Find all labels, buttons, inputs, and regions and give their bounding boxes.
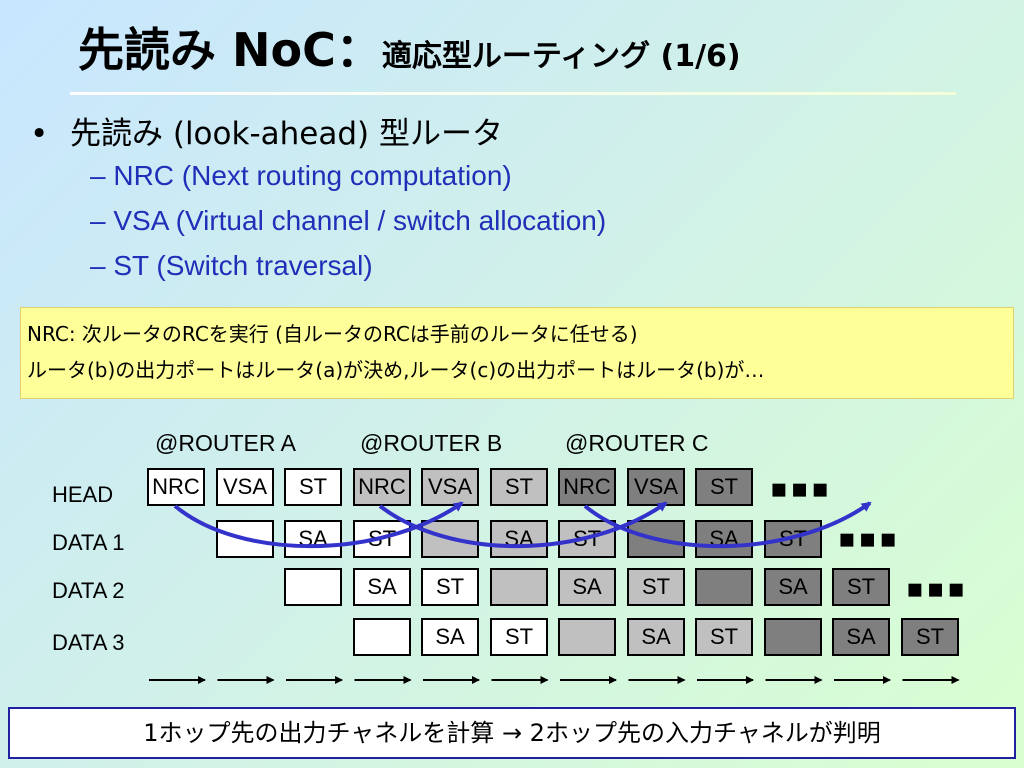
- bullet-text: 先読み (look-ahead) 型ルータ: [70, 116, 503, 152]
- bullet-item: • 先読み (look-ahead) 型ルータ: [30, 108, 503, 153]
- pipeline-stage-r0-c0: NRC: [147, 468, 205, 506]
- note-box: NRC: 次ルータのRCを実行 (自ルータのRCは手前のルータに任せる) ルータ…: [20, 307, 1014, 399]
- row-label-1: DATA 1: [52, 530, 125, 555]
- pipeline-stage-r3-c8: ST: [901, 618, 959, 656]
- bullet-marker: •: [30, 116, 49, 152]
- pipeline-stage-r2-c6: [695, 568, 753, 606]
- pipeline-stage-r0-c2: ST: [284, 468, 342, 506]
- pipeline-stage-r0-c1: VSA: [216, 468, 274, 506]
- row-label-0: HEAD: [52, 482, 114, 507]
- title-sub: 適応型ルーティング (1/6): [381, 39, 741, 74]
- bottom-summary: 1ホップ先の出力チャネルを計算 → 2ホップ先の入力チャネルが判明: [8, 707, 1016, 759]
- pipeline-stage-r3-c6: [764, 618, 822, 656]
- pipeline-stage-r3-c5: ST: [695, 618, 753, 656]
- row-label-3: DATA 3: [52, 630, 125, 655]
- router-label-b: @ROUTER B: [360, 430, 503, 456]
- pipeline-stage-r2-c3: [490, 568, 548, 606]
- pipeline-stage-r3-c3: [558, 618, 616, 656]
- curved-arrow-2: [378, 501, 668, 549]
- pipeline-stage-r3-c7: SA: [832, 618, 890, 656]
- ellipsis-data2: ▪▪▪: [906, 574, 968, 604]
- note-line-2: ルータ(b)の出力ポートはルータ(a)が決め,ルータ(c)の出力ポートはルータ(…: [27, 358, 765, 382]
- curved-arrow-1: [173, 501, 464, 549]
- pipeline-stage-r3-c2: ST: [490, 618, 548, 656]
- pipeline-stage-r1-c1: SA: [284, 520, 342, 558]
- pipeline-stage-r0-c3: NRC: [353, 468, 411, 506]
- pipeline-stage-r1-c2: ST: [353, 520, 411, 558]
- pipeline-stage-r2-c2: ST: [421, 568, 479, 606]
- curved-arrow-3: [583, 501, 872, 549]
- subitem-vsa: – VSA (Virtual channel / switch allocati…: [90, 205, 607, 236]
- pipeline-stage-r2-c8: ST: [832, 568, 890, 606]
- pipeline-stage-r2-c7: SA: [764, 568, 822, 606]
- note-line-1: NRC: 次ルータのRCを実行 (自ルータのRCは手前のルータに任せる): [27, 322, 638, 346]
- pipeline-stage-r2-c1: SA: [353, 568, 411, 606]
- slide-title: 先読み NoC：適応型ルーティング (1/6): [78, 14, 741, 80]
- pipeline-stage-r3-c0: [353, 618, 411, 656]
- pipeline-stage-r3-c4: SA: [627, 618, 685, 656]
- pipeline-stage-r0-c8: ST: [695, 468, 753, 506]
- pipeline-stage-r0-c7: VSA: [627, 468, 685, 506]
- pipeline-stage-r0-c5: ST: [490, 468, 548, 506]
- title-main: 先読み NoC：: [78, 23, 382, 77]
- router-label-a: @ROUTER A: [155, 430, 296, 456]
- pipeline-stage-r2-c4: SA: [558, 568, 616, 606]
- title-underline: [70, 92, 956, 95]
- pipeline-stage-r0-c6: NRC: [558, 468, 616, 506]
- pipeline-stage-r2-c0: [284, 568, 342, 606]
- row-label-2: DATA 2: [52, 578, 125, 603]
- ellipsis-data1: ▪▪▪: [838, 524, 900, 554]
- router-label-c: @ROUTER C: [565, 430, 709, 456]
- pipeline-stage-r0-c4: VSA: [421, 468, 479, 506]
- subitem-nrc: – NRC (Next routing computation): [90, 160, 512, 191]
- subitem-st: – ST (Switch traversal): [90, 250, 373, 281]
- pipeline-stage-r3-c1: SA: [421, 618, 479, 656]
- ellipsis-head: ▪▪▪: [770, 474, 832, 504]
- pipeline-stage-r2-c5: ST: [627, 568, 685, 606]
